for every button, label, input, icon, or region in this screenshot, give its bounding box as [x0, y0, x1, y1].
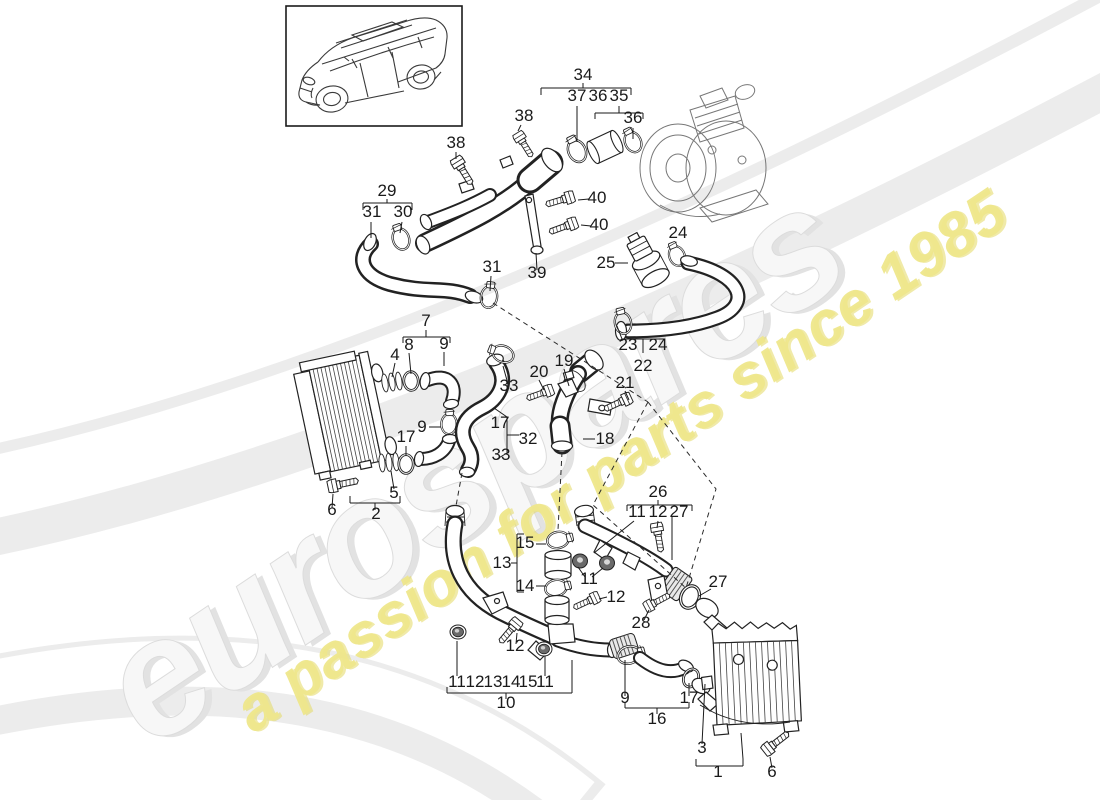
part-number-label[interactable]: 12 — [649, 502, 668, 521]
part-number-label[interactable]: 11 — [448, 672, 466, 691]
hose-29 — [355, 220, 501, 310]
charge-air-pipe-34 — [415, 147, 564, 255]
part-number-label[interactable]: 33 — [492, 445, 511, 464]
part-number-label[interactable]: 14 — [516, 576, 535, 595]
part-number-label[interactable]: 12 — [466, 672, 485, 691]
elbow-hose-7 — [413, 370, 461, 468]
part-number-label[interactable]: 17 — [680, 688, 699, 707]
intercooler-left-2 — [293, 350, 421, 494]
mount-stack-13-14-15 — [542, 527, 576, 626]
part-number-label[interactable]: 13 — [493, 553, 512, 572]
pipe-18 — [524, 349, 635, 455]
part-number-label[interactable]: 9 — [620, 688, 629, 707]
part-number-label[interactable]: 11 — [580, 569, 598, 588]
part-number-label[interactable]: 38 — [515, 106, 534, 125]
part-number-label[interactable]: 31 — [483, 257, 502, 276]
turbocharger-reference — [639, 84, 769, 223]
part-number-label[interactable]: 3 — [697, 738, 706, 757]
hose-clamp-37-icon — [561, 131, 591, 167]
bolt-6-icon — [759, 727, 793, 758]
part-number-label[interactable]: 10 — [497, 693, 516, 712]
leader-lines — [331, 83, 773, 770]
hose-22 — [610, 255, 746, 342]
part-number-label[interactable]: 34 — [574, 65, 593, 84]
part-number-label[interactable]: 29 — [378, 181, 397, 200]
part-number-label[interactable]: 9 — [417, 417, 426, 436]
part-number-label[interactable]: 27 — [670, 502, 689, 521]
part-number-label[interactable]: 38 — [447, 133, 466, 152]
part-number-label[interactable]: 18 — [596, 429, 615, 448]
part-number-label[interactable]: 32 — [519, 429, 538, 448]
part-number-label[interactable]: 28 — [632, 613, 651, 632]
part-number-label[interactable]: 9 — [439, 334, 448, 353]
nut-11-icon — [535, 641, 553, 657]
pipe-10 — [444, 504, 618, 661]
part-number-label[interactable]: 8 — [404, 335, 413, 354]
bolt-12-icon — [570, 590, 602, 614]
part-number-label[interactable]: 4 — [390, 345, 399, 364]
part-number-label[interactable]: 2 — [371, 504, 380, 523]
seal-4-icon — [380, 371, 404, 393]
part-number-label[interactable]: 6 — [327, 500, 336, 519]
part-number-label[interactable]: 25 — [597, 253, 616, 272]
part-number-label[interactable]: 15 — [516, 533, 535, 552]
bolt-12-icon — [649, 521, 668, 554]
part-number-label[interactable]: 17 — [397, 427, 416, 446]
part-number-label[interactable]: 23 — [619, 335, 638, 354]
part-number-label[interactable]: 36 — [624, 108, 643, 127]
part-number-label[interactable]: 37 — [568, 86, 587, 105]
part-number-label[interactable]: 17 — [491, 413, 510, 432]
part-number-label[interactable]: 13 — [484, 672, 503, 691]
seal-5-icon — [377, 452, 401, 473]
part-number-label[interactable]: 6 — [767, 762, 776, 781]
hose-clamp-30-icon — [387, 220, 414, 253]
part-number-label[interactable]: 20 — [530, 362, 549, 381]
part-number-label[interactable]: 19 — [555, 351, 574, 370]
part-number-label[interactable]: 21 — [616, 373, 635, 392]
part-number-label[interactable]: 22 — [634, 356, 653, 375]
part-number-label[interactable]: 40 — [590, 215, 609, 234]
bracket-39 — [448, 129, 580, 255]
part-number-label[interactable]: 14 — [502, 672, 521, 691]
hose-sleeve-35 — [561, 123, 646, 167]
bolt-40-icon — [546, 215, 580, 239]
s-hose-32 — [454, 339, 518, 478]
intercooler-right-1 — [699, 621, 802, 758]
nut-11-icon — [449, 624, 467, 640]
dashed-construction-lines — [455, 302, 717, 589]
part-number-label[interactable]: 12 — [607, 587, 626, 606]
part-number-label[interactable]: 5 — [389, 483, 398, 502]
part-number-label[interactable]: 16 — [648, 709, 667, 728]
part-number-label[interactable]: 15 — [519, 672, 538, 691]
bolt-40-icon — [543, 189, 577, 211]
part-number-label[interactable]: 26 — [649, 482, 668, 501]
part-number-label[interactable]: 31 — [363, 202, 382, 221]
part-number-label[interactable]: 30 — [394, 202, 413, 221]
part-number-label[interactable]: 35 — [610, 86, 629, 105]
part-number-label[interactable]: 27 — [709, 572, 728, 591]
part-number-label[interactable]: 11 — [536, 672, 554, 691]
part-number-label[interactable]: 39 — [528, 263, 547, 282]
part-number-label[interactable]: 33 — [500, 376, 519, 395]
part-number-label[interactable]: 1 — [713, 762, 722, 781]
part-number-label[interactable]: 36 — [589, 86, 608, 105]
part-number-label[interactable]: 24 — [649, 335, 668, 354]
car-drawing — [298, 17, 448, 113]
part-number-label[interactable]: 12 — [506, 636, 525, 655]
part-number-label[interactable]: 24 — [669, 223, 688, 242]
part-number-label[interactable]: 11 — [628, 502, 646, 521]
vehicle-thumbnail[interactable] — [285, 5, 463, 127]
part-number-label[interactable]: 40 — [588, 188, 607, 207]
bolt-38-icon — [511, 129, 538, 161]
boost-pressure-sensor-25 — [626, 231, 690, 289]
part-number-label[interactable]: 7 — [421, 311, 430, 330]
